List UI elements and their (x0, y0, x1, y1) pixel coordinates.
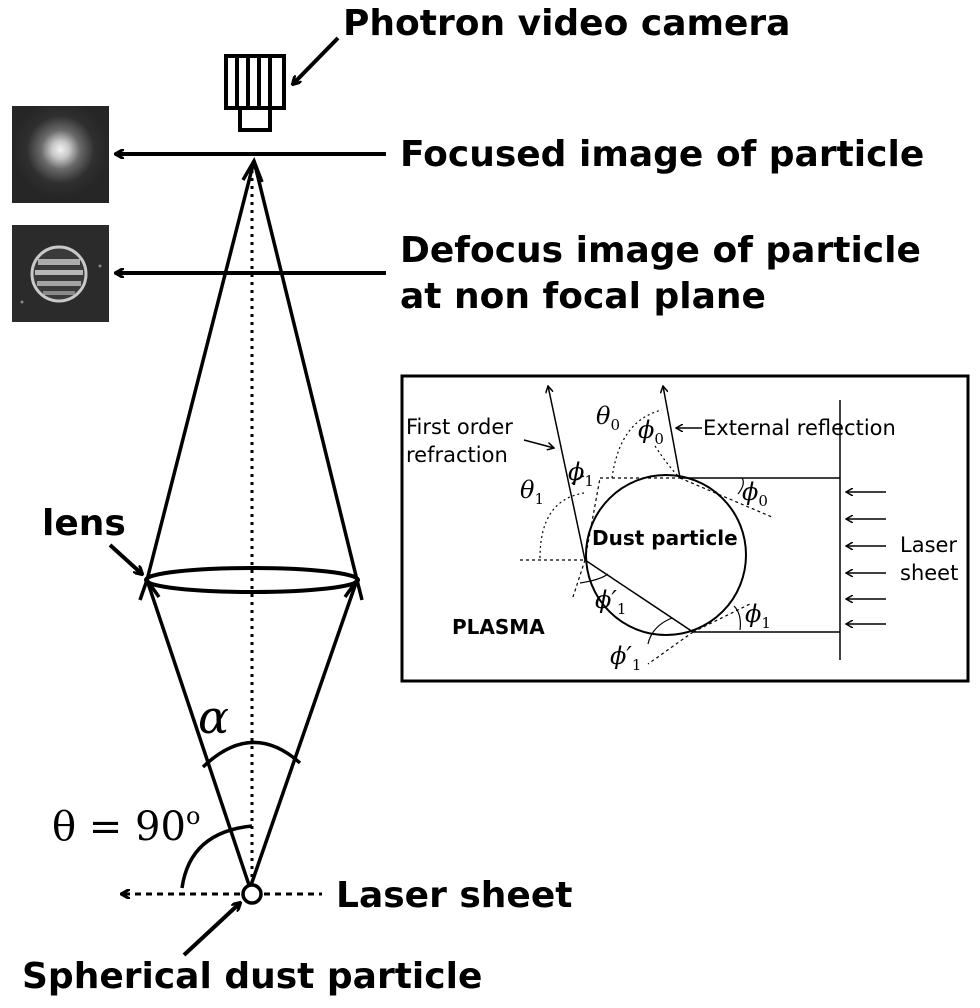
theta-degree: o (186, 802, 200, 830)
theta0-label: θ0 (596, 402, 620, 434)
first-order-label-line2: refraction (406, 443, 508, 467)
lens-label: lens (42, 503, 126, 544)
construction-lines (520, 477, 773, 665)
laser-sheet-label: Laser sheet (336, 875, 572, 916)
angle-arcs (539, 409, 744, 645)
camera-label: Photron video camera (343, 3, 790, 44)
lens-ellipse (144, 566, 360, 594)
theta1-label: θ1 (520, 476, 544, 508)
phi1-top-label: ϕ1 (568, 458, 594, 490)
camera-icon (224, 54, 286, 132)
external-reflection-label: External reflection (703, 416, 896, 440)
dust-particle-label: Dust particle (592, 526, 738, 550)
phi1-prime-inner-label: ϕ′1 (595, 586, 626, 618)
theta-arc (180, 824, 253, 889)
alpha-arc (201, 740, 302, 769)
first-order-pointer (523, 439, 554, 448)
refraction-internal-ray (584, 559, 694, 633)
inset-dust-particle (585, 474, 747, 636)
laser-sheet-label-line1: Laser (900, 533, 957, 557)
optical-ray-cone (145, 160, 359, 889)
lens-pointer-arrow (108, 543, 142, 574)
defocused-particle-image (12, 225, 109, 322)
laser-arrows (846, 492, 886, 624)
plasma-label: PLASMA (452, 615, 545, 639)
scattering-inset: First order refraction External reflecti… (400, 374, 970, 683)
phi1-prime-bottom-label: ϕ′1 (610, 642, 641, 674)
theta-equation: θ = 90 (52, 804, 186, 850)
defocus-image-label-line2: at non focal plane (400, 276, 766, 317)
spherical-particle-label: Spherical dust particle (22, 956, 482, 997)
alpha-label: α (198, 690, 229, 744)
inset-frame (400, 374, 970, 683)
focused-image-label: Focused image of particle (400, 134, 924, 175)
phi0-top-label: ϕ0 (638, 416, 664, 448)
phi0-right-label: ϕ0 (742, 478, 768, 510)
particle-pointer-arrow (182, 903, 240, 957)
external-reflection-ray (663, 386, 681, 479)
first-order-label-line1: First order (406, 415, 513, 439)
dust-particle-circle (241, 883, 263, 905)
defocus-image-label-line1: Defocus image of particle (400, 230, 921, 271)
focused-particle-image (12, 106, 109, 203)
phi1-right-label: ϕ1 (745, 600, 771, 632)
theta-label: θ = 90o (52, 802, 200, 850)
laser-sheet-label-line2: sheet (900, 561, 958, 585)
first-order-refraction-ray (548, 386, 586, 561)
camera-pointer-arrow (293, 36, 340, 84)
